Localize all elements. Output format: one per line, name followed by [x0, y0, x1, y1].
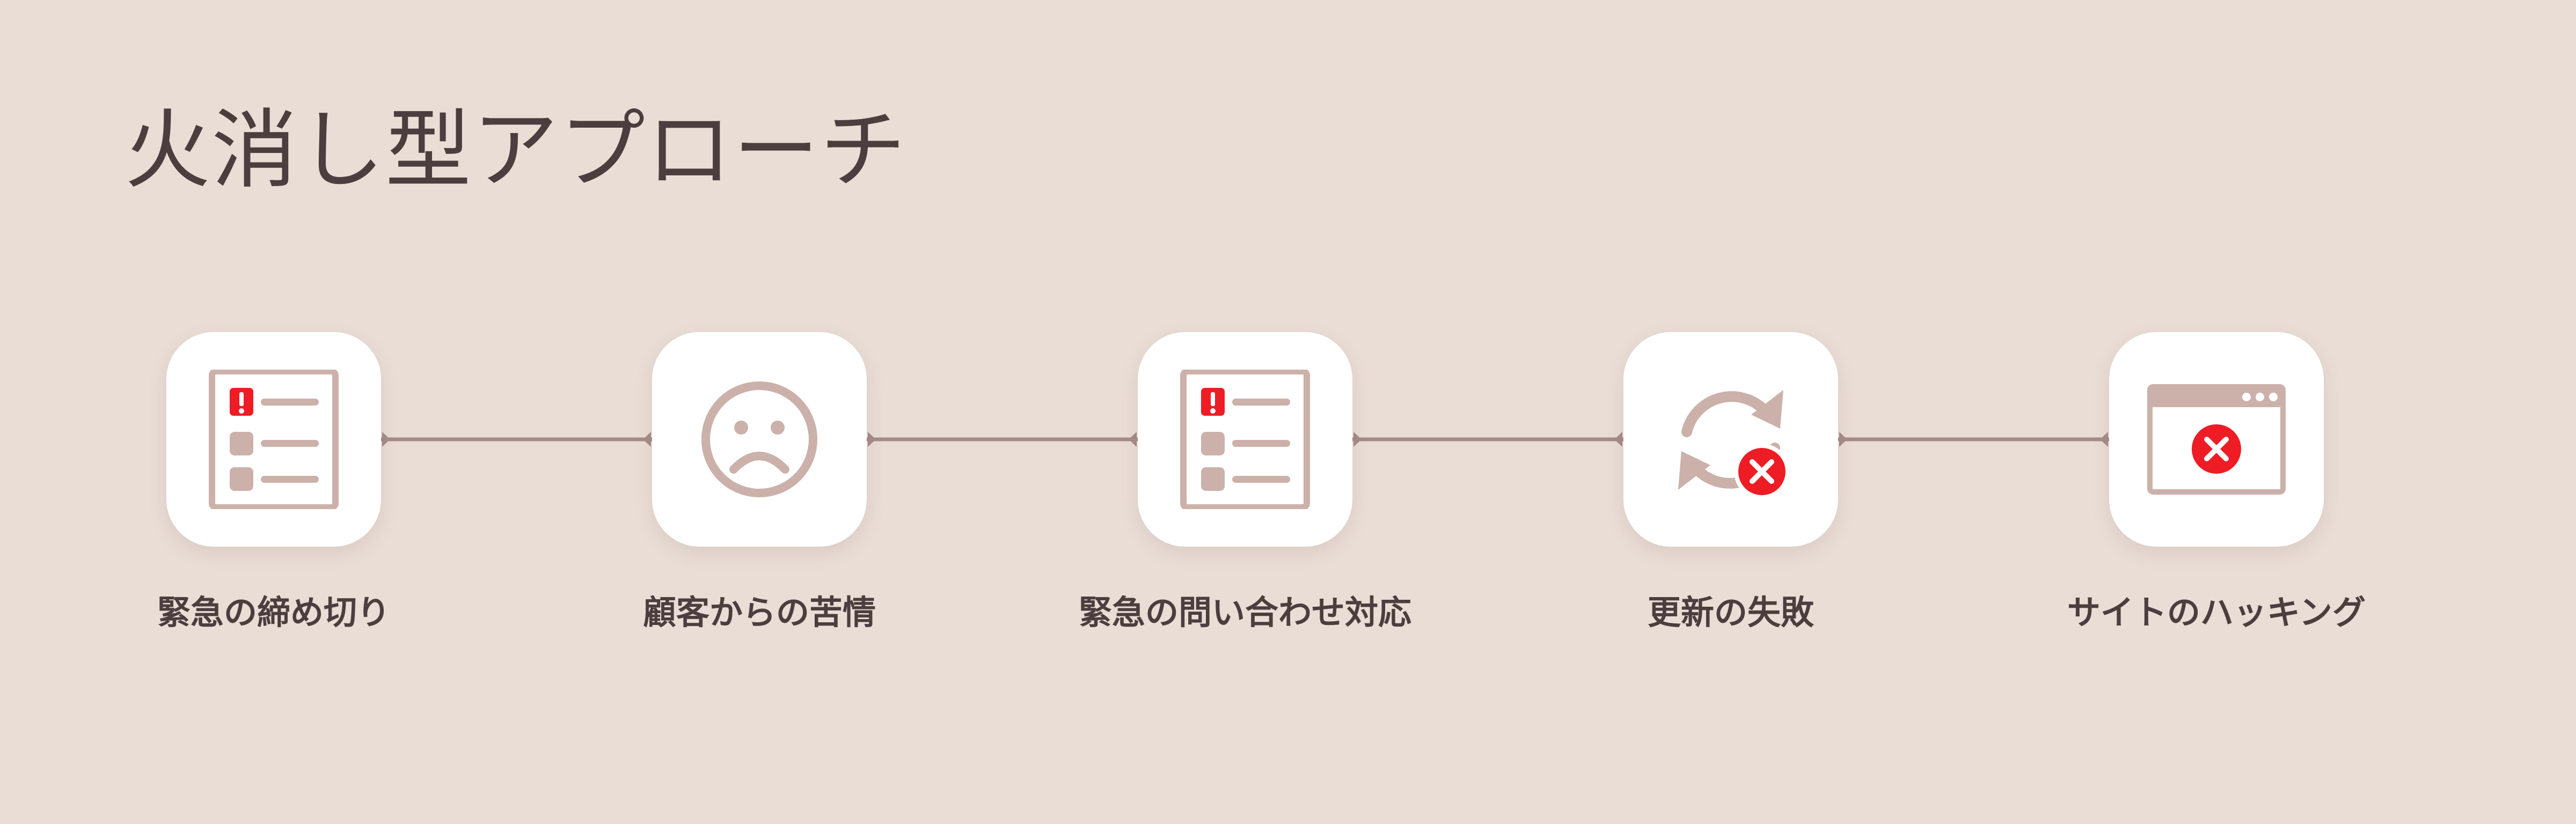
- connector-arrow-3: [868, 432, 876, 447]
- step-card: [1623, 332, 1838, 547]
- step-card: [166, 332, 381, 547]
- connector-arrow-4: [1129, 432, 1137, 447]
- step-4: 更新の失敗: [1623, 332, 1838, 632]
- step-1: 緊急の締め切り: [157, 332, 390, 632]
- step-label: 緊急の問い合わせ対応: [1078, 593, 1411, 632]
- step-2: 顧客からの苦情: [643, 332, 876, 632]
- alert-checklist-icon: [209, 370, 339, 509]
- step-3: 緊急の問い合わせ対応: [1079, 332, 1411, 632]
- step-label: サイトのハッキング: [2067, 593, 2366, 632]
- page-title: 火消し型アプローチ: [125, 100, 908, 200]
- connector-arrow-7: [1839, 432, 1847, 447]
- connector-arrow-8: [2100, 432, 2108, 447]
- sad-face-icon: [701, 381, 817, 497]
- connector-arrow-1: [382, 432, 390, 447]
- step-label: 緊急の締め切り: [157, 593, 390, 632]
- step-card: [1138, 332, 1352, 547]
- step-5: サイトのハッキング: [2067, 332, 2366, 632]
- connector-arrow-2: [643, 432, 651, 447]
- alert-checklist-icon: [1180, 370, 1310, 509]
- connector-arrow-6: [1614, 432, 1622, 447]
- step-label: 顧客からの苦情: [642, 593, 876, 632]
- step-card: [652, 332, 867, 547]
- connector-arrow-5: [1353, 432, 1362, 447]
- refresh-error-icon: [1678, 390, 1790, 499]
- browser-error-icon: [2147, 384, 2286, 495]
- step-card: [2109, 332, 2324, 547]
- step-label: 更新の失敗: [1647, 593, 1814, 632]
